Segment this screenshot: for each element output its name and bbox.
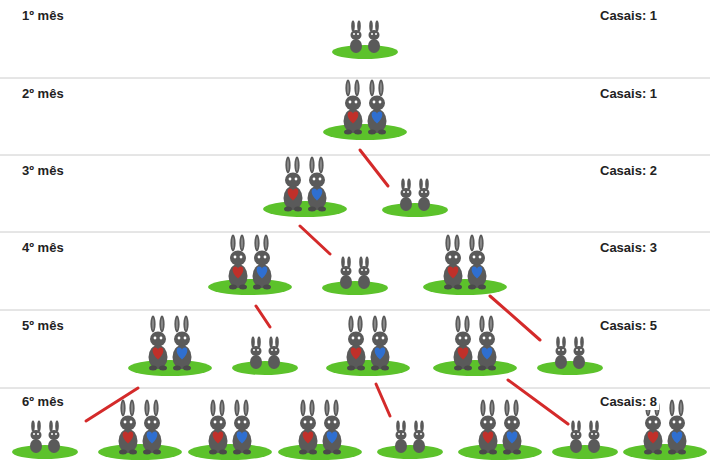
month-label: 3º mês — [22, 163, 64, 179]
baby-pair — [332, 21, 398, 60]
pair-count: Casais: 8 — [598, 394, 659, 410]
adult-pair — [98, 400, 182, 461]
baby-pair — [322, 257, 388, 296]
baby-pair — [12, 421, 78, 460]
rabbit-pairs — [12, 21, 707, 461]
baby-pair — [377, 421, 443, 460]
baby-pair — [232, 337, 298, 376]
baby-pair — [537, 337, 603, 376]
month-label: 1º mês — [22, 8, 64, 24]
adult-pair — [188, 400, 272, 461]
pair-count: Casais: 3 — [598, 240, 659, 256]
adult-pair — [323, 80, 407, 141]
adult-pair — [208, 235, 292, 296]
pair-count: Casais: 2 — [598, 163, 659, 179]
adult-pair — [433, 316, 517, 377]
adult-pair — [423, 235, 507, 296]
month-label: 5º mês — [22, 318, 64, 334]
pair-count: Casais: 1 — [598, 86, 659, 102]
adult-pair — [278, 400, 362, 461]
month-label: 6º mês — [22, 394, 64, 410]
baby-pair — [552, 421, 618, 460]
row-dividers — [0, 78, 710, 388]
adult-pair — [263, 157, 347, 218]
adult-pair — [128, 316, 212, 377]
baby-pair — [382, 179, 448, 218]
month-label: 2º mês — [22, 86, 64, 102]
month-label: 4º mês — [22, 240, 64, 256]
adult-pair — [458, 400, 542, 461]
pair-count: Casais: 5 — [598, 318, 659, 334]
pair-count: Casais: 1 — [598, 8, 659, 24]
adult-pair — [326, 316, 410, 377]
birth-lines — [86, 150, 568, 424]
